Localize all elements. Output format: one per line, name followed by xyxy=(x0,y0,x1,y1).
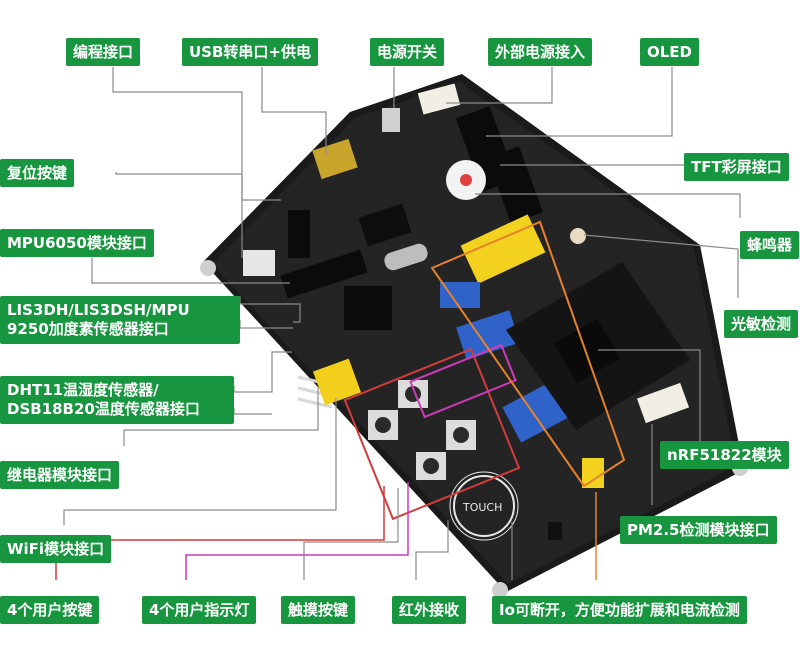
label-relay: 继电器模块接口 xyxy=(0,461,120,489)
user-keys xyxy=(368,380,476,480)
label-programming-port: 编程接口 xyxy=(66,38,141,66)
standoff xyxy=(492,582,508,598)
label-oled: OLED xyxy=(640,38,700,66)
label-usb-serial: USB转串口+供电 xyxy=(182,38,318,66)
pm25-connector xyxy=(636,382,690,424)
jumper-group xyxy=(456,310,520,360)
relay-header xyxy=(312,358,362,406)
usb-serial-chip xyxy=(358,203,412,247)
label-nrf51822: nRF51822模块 xyxy=(660,441,789,469)
label-dht11-line2: DSB18B20温度传感器接口 xyxy=(7,400,200,419)
jumper-group xyxy=(460,214,546,284)
sensor-header xyxy=(280,249,368,299)
nrf-chip xyxy=(553,318,621,384)
label-user-leds: 4个用户指示灯 xyxy=(142,596,257,624)
reset-key xyxy=(243,250,275,276)
keys-leader xyxy=(55,486,385,580)
label-accel-sensor: LIS3DH/LIS3DSH/MPU 9250加度素传感器接口 xyxy=(0,296,240,345)
label-user-keys: 4个用户按键 xyxy=(0,596,100,624)
light-sensor xyxy=(570,228,586,244)
label-tft: TFT彩屏接口 xyxy=(684,153,789,181)
label-light-sensor: 光敏检测 xyxy=(724,310,799,338)
label-reset-key: 复位按键 xyxy=(0,159,75,187)
tft-header xyxy=(487,146,543,224)
touch-pad-ring xyxy=(449,471,519,541)
label-pm25: PM2.5检测模块接口 xyxy=(620,516,777,544)
jumper-group xyxy=(582,458,604,488)
label-buzzer: 蜂鸣器 xyxy=(740,231,800,259)
jumper-group xyxy=(440,282,480,308)
usb-port xyxy=(312,138,358,180)
buzzer-center xyxy=(460,174,472,186)
label-mpu6050: MPU6050模块接口 xyxy=(0,229,154,257)
jumpers-outline xyxy=(430,220,626,488)
label-wifi: WiFi模块接口 xyxy=(0,535,112,563)
label-accel-line2: 9250加度素传感器接口 xyxy=(7,320,169,339)
label-dht11-line1: DHT11温湿度传感器/ xyxy=(7,381,159,399)
crystal xyxy=(384,243,428,271)
leader-lines xyxy=(63,67,741,580)
label-ir-receiver: 红外接收 xyxy=(392,596,467,624)
power-connector xyxy=(417,83,461,115)
power-switch xyxy=(382,108,400,132)
label-accel-line1: LIS3DH/LIS3DSH/MPU xyxy=(7,301,190,319)
touch-pad xyxy=(453,475,515,537)
label-touch-key: 触摸按键 xyxy=(281,596,356,624)
standoff xyxy=(200,260,216,276)
keys-outline xyxy=(343,347,521,521)
ir-receiver xyxy=(548,522,562,540)
label-ext-power: 外部电源接入 xyxy=(488,38,593,66)
label-power-switch: 电源开关 xyxy=(370,38,445,66)
label-io-breakable: Io可断开，方便功能扩展和电流检测 xyxy=(492,596,747,624)
leds-leader xyxy=(185,482,409,580)
touch-silk: TOUCH xyxy=(462,501,502,514)
label-dht11: DHT11温湿度传感器/ DSB18B20温度传感器接口 xyxy=(0,376,234,425)
mpu6050-header xyxy=(288,210,310,258)
leds-outline xyxy=(409,343,517,419)
dht-socket xyxy=(344,286,392,330)
